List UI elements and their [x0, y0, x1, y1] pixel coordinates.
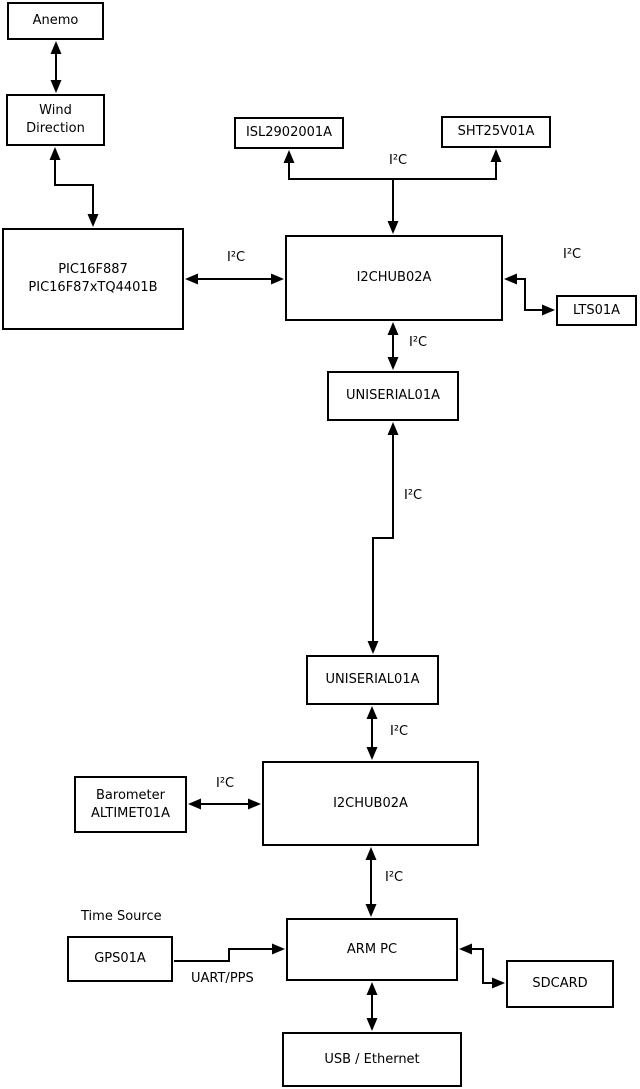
node-gps: GPS01A	[67, 936, 173, 982]
node-anemo: Anemo	[7, 2, 104, 40]
node-i2chub1: I2CHUB02A	[285, 235, 503, 321]
edge-line	[372, 435, 394, 641]
arrowhead	[542, 304, 555, 316]
arrowhead	[366, 1018, 378, 1031]
arrowhead	[272, 943, 285, 955]
node-label-sht: SHT25V01A	[457, 124, 535, 140]
node-wind-direction: Wind Direction	[6, 94, 105, 146]
arrowhead	[365, 904, 377, 917]
arrowhead	[504, 273, 517, 285]
arrowhead	[387, 357, 399, 370]
label-i2c-uni2: I²C	[390, 724, 409, 739]
label-time-source: Time Source	[81, 909, 162, 924]
node-label-usb: USB / Ethernet	[324, 1051, 420, 1067]
arrowhead	[490, 149, 502, 162]
edge-i2chub1-lts	[504, 273, 555, 316]
arrowhead	[271, 273, 284, 285]
arrowhead	[365, 847, 377, 860]
edge-line	[54, 160, 94, 214]
label-uart-pps: UART/PPS	[191, 971, 254, 986]
node-label-anemo: Anemo	[32, 13, 79, 29]
edge-i2chub2-armpc	[365, 847, 377, 917]
node-sht: SHT25V01A	[441, 116, 551, 148]
node-label-wind-direction: Wind Direction	[26, 103, 85, 136]
node-barometer: Barometer ALTIMET01A	[74, 776, 187, 833]
arrowhead	[50, 80, 62, 93]
node-label-isl: ISL2902001A	[245, 125, 333, 141]
node-armpc: ARM PC	[286, 918, 458, 981]
arrowhead	[492, 977, 505, 989]
arrowhead	[459, 943, 472, 955]
node-uniserial2: UNISERIAL01A	[306, 655, 439, 705]
arrowhead	[188, 798, 201, 810]
edge-i2chub1-uniserial1	[387, 322, 399, 370]
edge-wind-pic	[49, 147, 99, 227]
edge-uniserial1-uniserial2	[367, 422, 399, 654]
arrowhead	[387, 422, 399, 435]
label-i2c-pic: I²C	[227, 250, 246, 265]
arrowhead	[367, 641, 379, 654]
node-label-barometer: Barometer ALTIMET01A	[91, 787, 170, 821]
node-label-i2chub1: I2CHUB02A	[356, 270, 432, 286]
node-label-uniserial1: UNISERIAL01A	[346, 388, 440, 404]
node-label-armpc: ARM PC	[346, 941, 398, 957]
arrowhead	[387, 221, 399, 234]
node-sdcard: SDCARD	[506, 960, 614, 1008]
arrowhead	[283, 150, 295, 163]
label-i2c-hub2-arm: I²C	[385, 870, 404, 885]
edge-bus-i2chub1	[387, 179, 399, 234]
edge-line	[472, 948, 492, 984]
arrowhead	[248, 798, 261, 810]
node-lts: LTS01A	[556, 295, 637, 326]
node-label-uniserial2: UNISERIAL01A	[325, 672, 420, 688]
arrowhead	[185, 273, 198, 285]
edge-pic-i2chub1	[185, 273, 284, 285]
node-label-pic: PIC16F887 PIC16F87xTQ4401B	[28, 262, 158, 295]
label-i2c-baro: I²C	[216, 776, 235, 791]
node-label-i2chub2: I2CHUB02A	[333, 795, 408, 811]
edge-line	[174, 948, 272, 962]
node-uniserial1: UNISERIAL01A	[327, 371, 459, 421]
node-pic: PIC16F887 PIC16F87xTQ4401B	[2, 228, 184, 330]
label-i2c-top: I²C	[389, 153, 408, 168]
label-i2c-hub1-uni: I²C	[409, 335, 428, 350]
node-isl: ISL2902001A	[234, 117, 344, 149]
label-i2c-long: I²C	[404, 488, 423, 503]
node-usb: USB / Ethernet	[282, 1032, 462, 1087]
edge-uniserial2-i2chub2	[366, 706, 378, 760]
arrowhead	[366, 706, 378, 719]
node-label-gps: GPS01A	[94, 951, 146, 967]
arrowhead	[50, 41, 62, 54]
edge-line	[517, 278, 542, 311]
label-i2c-lts: I²C	[563, 247, 582, 262]
edge-anemo-wind	[50, 41, 62, 93]
edge-gps-armpc	[174, 943, 285, 962]
arrowhead	[87, 214, 99, 227]
node-i2chub2: I2CHUB02A	[262, 761, 479, 846]
arrowhead	[366, 982, 378, 995]
edge-baro-i2chub2	[188, 798, 261, 810]
edge-armpc-sdcard	[459, 943, 505, 989]
node-label-lts: LTS01A	[572, 302, 621, 318]
arrowhead	[49, 147, 61, 160]
node-label-sdcard: SDCARD	[532, 976, 588, 992]
arrowhead	[366, 747, 378, 760]
edge-armpc-usb	[366, 982, 378, 1031]
arrowhead	[387, 322, 399, 335]
